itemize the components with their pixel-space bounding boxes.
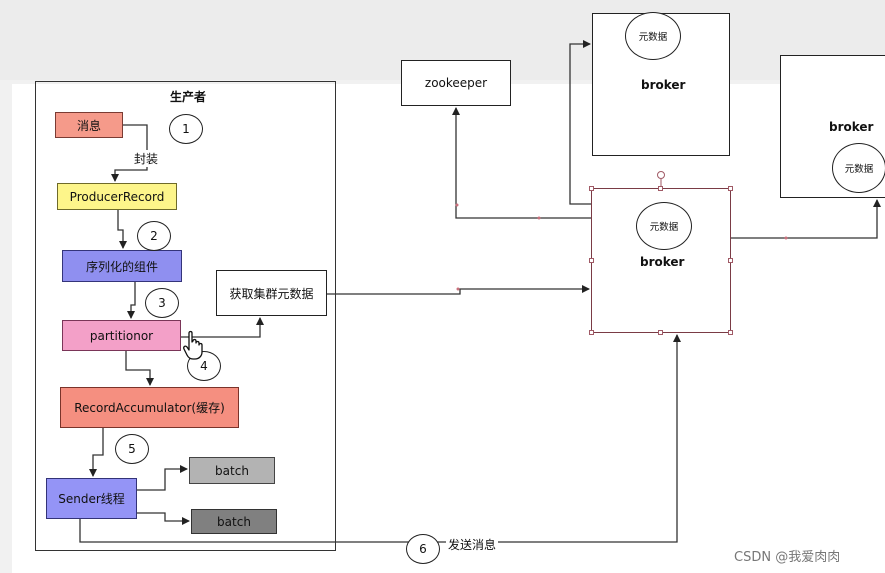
resize-handle[interactable] — [728, 186, 733, 191]
step-circle-2: 2 — [137, 221, 171, 251]
arrow-broker-to-zookeeper — [452, 107, 591, 219]
batch-node[interactable]: batch — [189, 457, 275, 484]
resize-handle[interactable] — [658, 330, 663, 335]
serializer-node[interactable]: 序列化的组件 — [62, 250, 182, 282]
step-circle-4: 4 — [187, 351, 221, 381]
wrap-label: 封装 — [134, 150, 159, 167]
batch-node[interactable]: batch — [191, 509, 277, 534]
resize-handle[interactable] — [728, 258, 733, 263]
arrow-accumulator-to-sender — [89, 428, 104, 477]
broker-label: broker — [829, 120, 874, 134]
step-circle-6: 6 — [406, 534, 440, 564]
producer-frame — [35, 81, 336, 551]
step-circle-1: 1 — [169, 114, 203, 144]
accumulator-node[interactable]: RecordAccumulator(缓存) — [60, 387, 239, 428]
arrow-broker-to-broker-top — [569, 40, 591, 205]
producer-record-node[interactable]: ProducerRecord — [57, 183, 177, 210]
arrow-sender-to-batch1 — [137, 465, 188, 491]
broker-label: broker — [641, 78, 686, 92]
metadata-circle: 元数据 — [832, 143, 885, 193]
broker-label: broker — [640, 255, 685, 269]
resize-handle[interactable] — [589, 186, 594, 191]
message-node[interactable]: 消息 — [55, 112, 123, 138]
watermark: CSDN @我爱肉肉 — [734, 550, 841, 565]
send-message-label: 发送消息 — [446, 536, 499, 553]
arrow-partitioner-to-accumulator — [125, 351, 154, 386]
step-circle-5: 5 — [115, 434, 149, 464]
zookeeper-node[interactable]: zookeeper — [401, 60, 511, 106]
get-metadata-node[interactable]: 获取集群元数据 — [216, 270, 327, 316]
sender-node[interactable]: Sender线程 — [46, 478, 137, 519]
step-circle-3: 3 — [145, 288, 179, 318]
arrow-broker-to-broker-right — [731, 199, 881, 239]
producer-title: 生产者 — [170, 90, 207, 104]
resize-handle[interactable] — [658, 186, 663, 191]
arrow-partitioner-to-getmeta — [181, 317, 264, 338]
arrow-record-to-serializer — [117, 210, 127, 249]
resize-handle[interactable] — [589, 258, 594, 263]
metadata-circle: 元数据 — [625, 12, 681, 60]
arrow-getmeta-to-broker — [327, 285, 590, 295]
arrow-serializer-to-partitioner — [127, 282, 136, 319]
arrow-sender-to-batch2 — [137, 512, 190, 525]
metadata-circle: 元数据 — [636, 202, 692, 250]
arrow-message-to-record — [111, 124, 148, 182]
partitioner-node[interactable]: partitionor — [62, 320, 181, 351]
resize-handle[interactable] — [589, 330, 594, 335]
arrow-sender-to-broker — [79, 334, 681, 543]
resize-handle[interactable] — [728, 330, 733, 335]
